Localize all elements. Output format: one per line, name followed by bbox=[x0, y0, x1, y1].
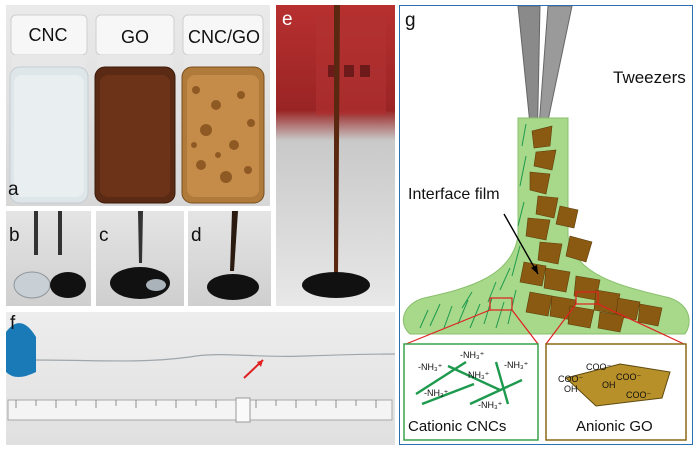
panel-f-illustration bbox=[6, 323, 395, 423]
go-label: COO⁻ bbox=[586, 362, 612, 372]
vial-label-cnc: CNC bbox=[28, 25, 68, 45]
go-label: COO⁻ bbox=[558, 374, 584, 384]
cationic-cncs-title: Cationic CNCs bbox=[408, 418, 507, 435]
panel-d-illustration bbox=[207, 211, 259, 300]
vial-go bbox=[94, 14, 176, 204]
go-label: COO⁻ bbox=[616, 372, 642, 382]
panel-d-label: d bbox=[191, 225, 202, 246]
nh3-label: -NH₃⁺ bbox=[418, 362, 443, 372]
panel-a-vials-photo: CNC GO CNC/GO a bbox=[6, 5, 270, 206]
vial-cnc bbox=[9, 14, 89, 204]
panel-b-label: b bbox=[9, 225, 20, 246]
nh3-label: NH₃⁺ bbox=[468, 370, 490, 380]
panel-c-label: c bbox=[99, 225, 109, 246]
panel-g-label: g bbox=[405, 10, 416, 31]
tweezers-label: Tweezers bbox=[613, 68, 686, 87]
panel-e-photo: e bbox=[276, 5, 395, 306]
tweezers-drawing bbox=[517, 6, 573, 155]
interface-film-label: Interface film bbox=[408, 186, 500, 203]
vials-illustration bbox=[9, 14, 265, 204]
go-label: OH bbox=[602, 380, 616, 390]
panel-f-photo: f bbox=[6, 312, 395, 445]
panel-f-label: f bbox=[10, 313, 16, 334]
panel-c-photo: c bbox=[96, 211, 184, 306]
panel-c-illustration bbox=[110, 211, 170, 299]
vial-label-go: GO bbox=[120, 27, 149, 47]
vial-label-cnc-go: CNC/GO bbox=[188, 27, 260, 47]
go-label: OH bbox=[564, 384, 578, 394]
schematic-drawing bbox=[402, 6, 690, 441]
panel-b-photo: b bbox=[6, 211, 91, 306]
panel-e-label: e bbox=[282, 9, 293, 30]
panel-d-photo: d bbox=[188, 211, 271, 306]
nh3-label: -NH₃⁺ bbox=[504, 360, 529, 370]
go-label: COO⁻ bbox=[626, 390, 652, 400]
vial-cnc-go bbox=[181, 14, 265, 204]
anionic-go-title: Anionic GO bbox=[576, 418, 653, 435]
panel-g-schematic: g Tweezers Interface film -NH₃⁺ -NH₃⁺ NH… bbox=[399, 5, 693, 445]
panel-b-illustration bbox=[13, 211, 86, 299]
nh3-label: -NH₃⁺ bbox=[460, 350, 485, 360]
nh3-label: -NH₃⁺ bbox=[478, 400, 503, 410]
panel-e-illustration bbox=[302, 5, 386, 298]
nh3-label: -NH₃⁺ bbox=[424, 388, 449, 398]
panel-a-label: a bbox=[8, 179, 19, 200]
